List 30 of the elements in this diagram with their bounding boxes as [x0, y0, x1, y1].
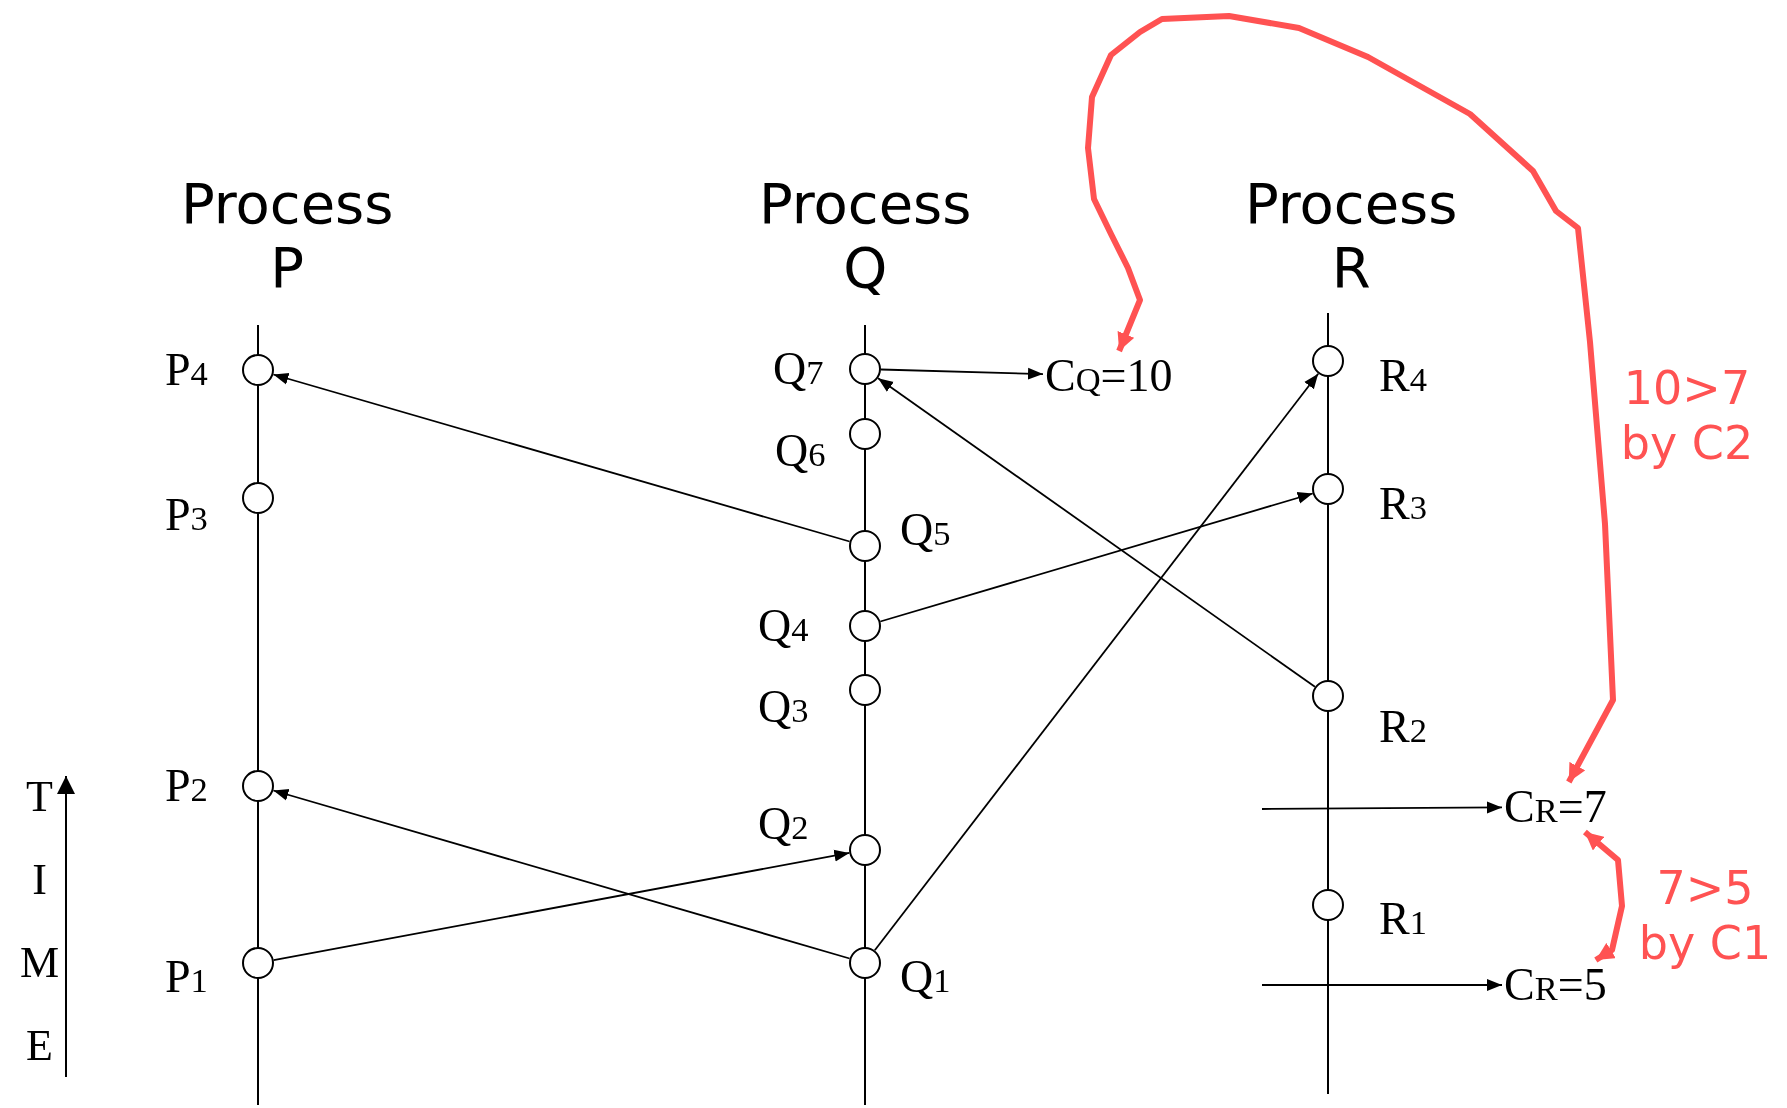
arrow — [1261, 979, 1503, 991]
event-circle — [849, 610, 881, 642]
event-circle — [849, 834, 881, 866]
arrow — [1085, 13, 1616, 784]
event-circle — [849, 418, 881, 450]
axis-label: TIME — [14, 772, 65, 1104]
event-circle — [849, 947, 881, 979]
event-circle — [242, 770, 274, 802]
arrow — [1261, 801, 1503, 814]
event-circle — [1312, 680, 1344, 712]
arrow — [272, 849, 851, 961]
event-circle — [849, 530, 881, 562]
event-circle — [1312, 473, 1344, 505]
event-circle — [849, 674, 881, 706]
arrow — [879, 492, 1314, 623]
arrow — [877, 377, 1316, 688]
event-circle — [242, 354, 274, 386]
process-heading: Process Q — [759, 172, 972, 301]
process-heading: Process P — [181, 172, 394, 301]
event-circle — [1312, 889, 1344, 921]
event-circle — [242, 482, 274, 514]
event-circle — [1312, 345, 1344, 377]
arrow — [272, 372, 851, 543]
arrow — [272, 788, 851, 960]
arrow — [880, 367, 1044, 380]
arrow — [873, 372, 1320, 952]
event-circle — [849, 353, 881, 385]
process-heading: Process R — [1245, 172, 1458, 301]
arrow — [1582, 829, 1625, 963]
event-circle — [242, 947, 274, 979]
